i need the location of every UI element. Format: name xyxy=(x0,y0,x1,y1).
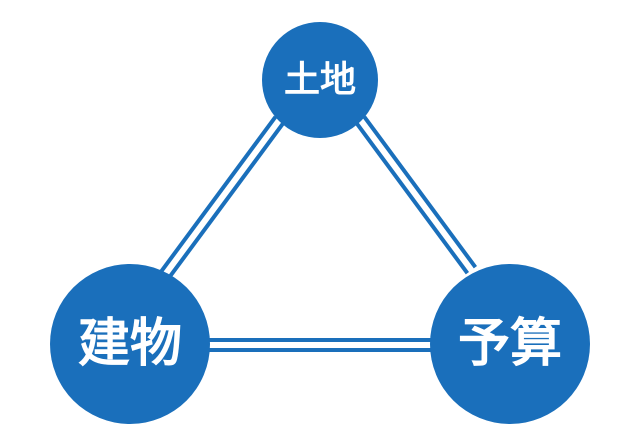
node-land-circle xyxy=(262,22,378,138)
edge-land-building-line-a xyxy=(159,115,278,273)
node-budget: 予算 xyxy=(430,264,590,424)
node-building: 建物 xyxy=(50,264,210,424)
node-building-circle xyxy=(50,264,210,424)
node-land-label: 土地 xyxy=(284,60,356,101)
node-budget-label: 予算 xyxy=(458,314,562,374)
node-building-label: 建物 xyxy=(78,314,182,374)
edge-land-budget xyxy=(354,115,478,275)
edge-land-budget-line-a xyxy=(362,115,478,269)
node-budget-circle xyxy=(430,264,590,424)
edge-land-building xyxy=(159,115,286,279)
edge-building-budget xyxy=(205,338,435,352)
edge-land-budget-line-b xyxy=(354,121,470,275)
node-land: 土地 xyxy=(262,22,378,138)
edge-land-building-line-b xyxy=(167,121,286,279)
